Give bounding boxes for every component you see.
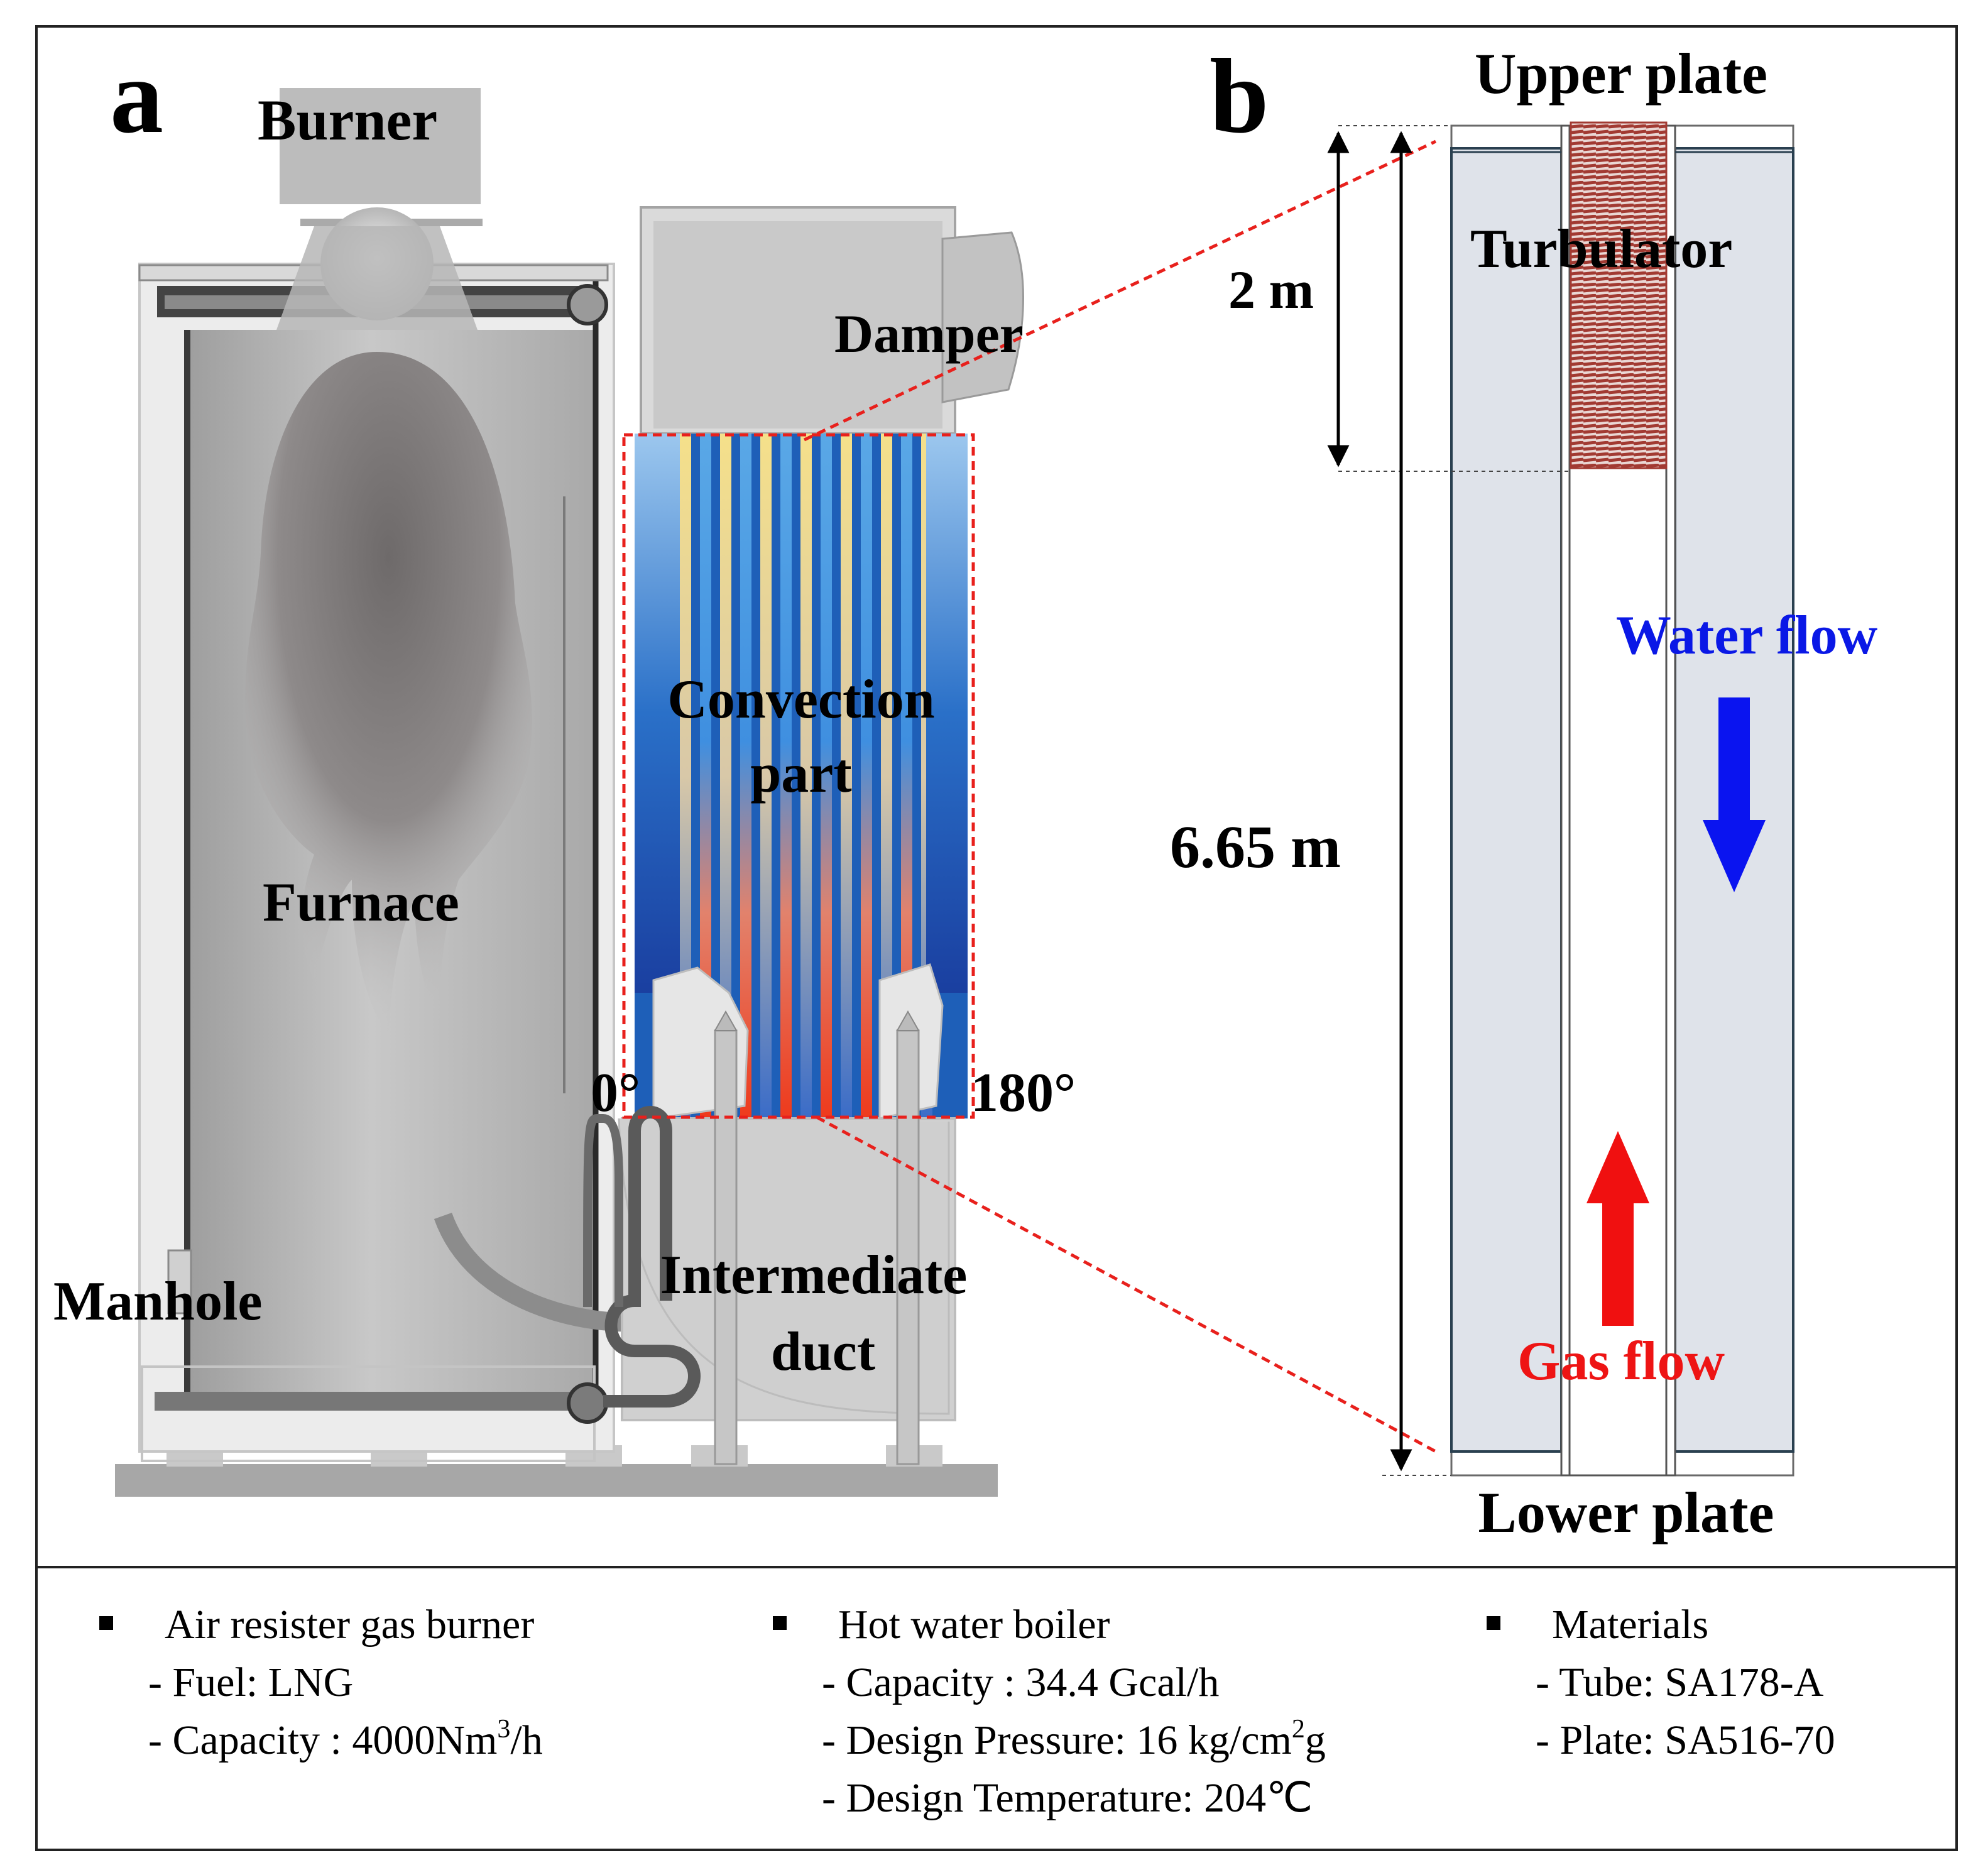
convection-tube xyxy=(740,434,751,1118)
convection-tube xyxy=(800,434,812,1118)
intermediate-duct-label-line1: Intermediate xyxy=(660,1245,968,1306)
burner-label: Burner xyxy=(258,88,437,152)
spec-boiler: Hot water boiler - Capacity : 34.4 Gcal/… xyxy=(762,1596,1326,1827)
convection-tube xyxy=(760,434,772,1118)
turbulator-coil xyxy=(1570,121,1668,469)
zoom-line-bottom xyxy=(816,1115,1437,1453)
tube-bank-wall xyxy=(635,434,680,993)
lower-plate-label: Lower plate xyxy=(1478,1480,1774,1544)
boiler-illustration xyxy=(115,88,1024,1497)
spec-materials-title: Materials xyxy=(1552,1602,1709,1648)
gas-flow-arrow xyxy=(1587,1131,1649,1326)
convection-tubes xyxy=(635,434,968,1118)
spec-materials-plate: - Plate: SA516-70 xyxy=(1536,1717,1835,1763)
support-post xyxy=(714,1029,738,1465)
convection-tube xyxy=(680,434,691,1118)
panel-b-letter: b xyxy=(1210,37,1269,155)
convection-tube xyxy=(901,434,912,1118)
boiler-diagram: a Burner Damper Convection part Furnace … xyxy=(53,37,1878,1544)
furnace-label: Furnace xyxy=(263,872,459,933)
spec-boiler-title: Hot water boiler xyxy=(838,1602,1110,1648)
flame-shape xyxy=(245,352,532,1037)
convection-tube xyxy=(881,434,892,1118)
water-flow-arrow xyxy=(1703,697,1766,892)
convection-tube xyxy=(700,434,711,1118)
upper-plate-label: Upper plate xyxy=(1475,41,1767,106)
square-bullet-icon xyxy=(1487,1616,1500,1630)
manhole-label: Manhole xyxy=(53,1271,262,1332)
panel-a-letter: a xyxy=(110,37,163,155)
convection-tube xyxy=(821,434,832,1118)
water-pipe xyxy=(583,1114,623,1308)
dimension-total-label: 6.65 m xyxy=(1170,813,1341,880)
spec-materials-tube: - Tube: SA178-A xyxy=(1536,1659,1824,1705)
boiler-base xyxy=(115,1464,998,1497)
spec-burner-capacity: - Capacity : 4000Nm3/h xyxy=(148,1715,543,1763)
burner-housing xyxy=(280,88,481,204)
support-post xyxy=(896,1029,920,1465)
spec-boiler-pressure: - Design Pressure: 16 kg/cm2g xyxy=(822,1715,1326,1763)
convection-label-line1: Convection xyxy=(667,669,934,730)
square-bullet-icon xyxy=(99,1616,113,1630)
convection-tube xyxy=(780,434,792,1118)
turbulator-label: Turbulator xyxy=(1470,219,1732,280)
water-column-left xyxy=(1450,147,1563,1453)
spec-boiler-temperature: - Design Temperature: 204℃ xyxy=(822,1775,1313,1821)
water-flow-label[interactable]: Water flow xyxy=(1616,605,1878,666)
pivot-wheel xyxy=(567,1382,608,1424)
convection-tube xyxy=(841,434,852,1118)
convection-tube xyxy=(720,434,731,1118)
dimension-2m-label: 2 m xyxy=(1228,260,1314,320)
angle-180-label: 180° xyxy=(971,1063,1076,1123)
water-pipe xyxy=(603,1106,701,1408)
angle-0-label: 0° xyxy=(591,1063,640,1123)
spec-materials: Materials - Tube: SA178-A - Plate: SA516… xyxy=(1475,1596,1835,1769)
damper-flap xyxy=(941,231,1024,403)
pivot-wheel xyxy=(567,284,608,325)
spec-boiler-capacity: - Capacity : 34.4 Gcal/h xyxy=(822,1659,1220,1705)
tube-bank-wall xyxy=(926,434,968,993)
convection-tube xyxy=(861,434,872,1118)
manhole-door xyxy=(167,1249,192,1315)
spec-divider xyxy=(35,1566,1958,1568)
tube-detail xyxy=(1327,121,1794,1477)
damper-label: Damper xyxy=(834,303,1024,364)
gas-flow-label[interactable]: Gas flow xyxy=(1517,1331,1725,1392)
spec-burner: Air resister gas burner - Fuel: LNG - Ca… xyxy=(88,1596,543,1769)
convection-highlight-box xyxy=(622,433,975,1119)
square-bullet-icon xyxy=(773,1616,787,1630)
intermediate-duct-label-line2: duct xyxy=(771,1321,875,1382)
spec-burner-title: Air resister gas burner xyxy=(165,1602,535,1648)
figure-frame xyxy=(35,25,1958,1851)
spec-burner-fuel: - Fuel: LNG xyxy=(148,1659,354,1705)
convection-label-line2: part xyxy=(750,743,851,804)
